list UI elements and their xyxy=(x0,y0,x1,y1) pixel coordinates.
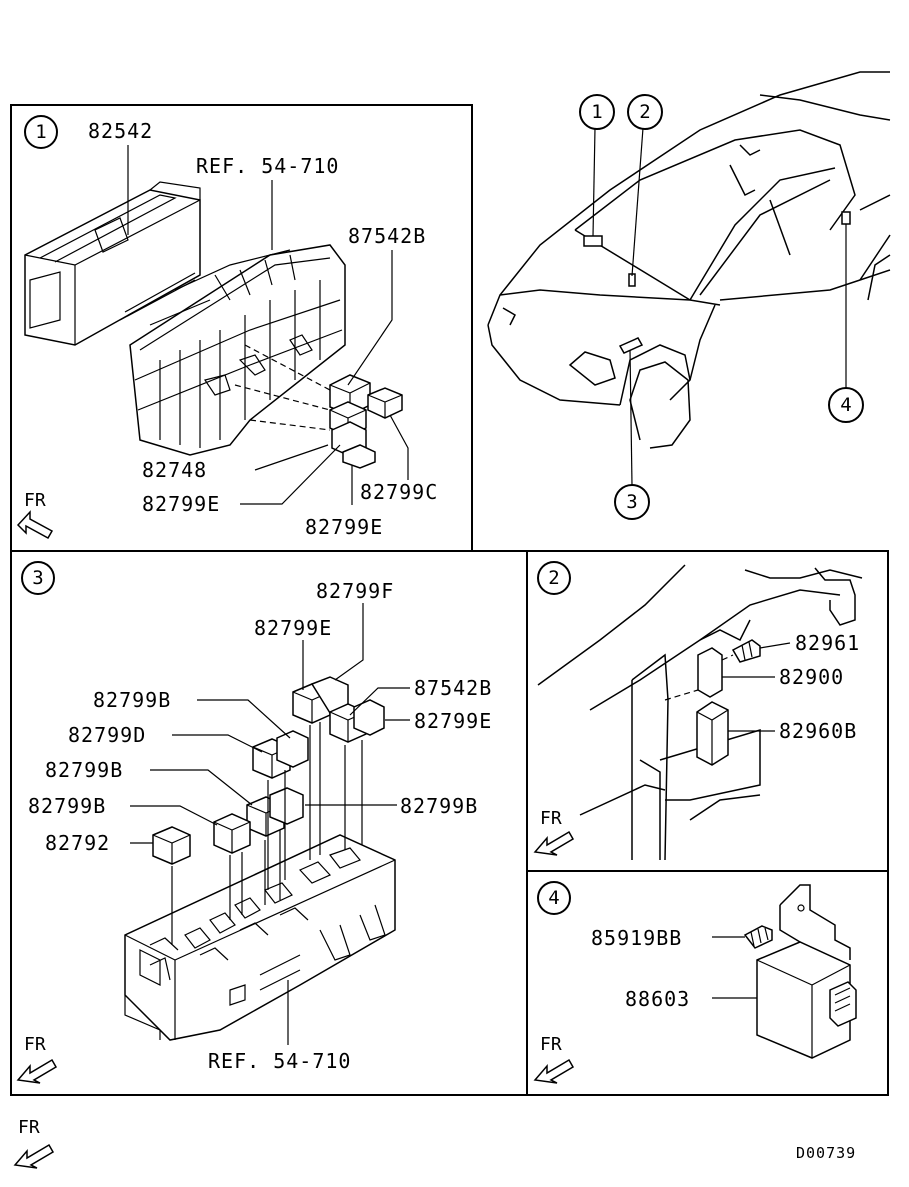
leader-87542b xyxy=(347,250,393,386)
overview-callout-circle-4 xyxy=(828,387,864,423)
bracket-82900 xyxy=(697,647,723,698)
label-82799b-a: 82799B xyxy=(93,688,171,712)
panel-1-callout-circle xyxy=(24,115,58,149)
panel-1-fr-arrow: FR xyxy=(16,490,54,540)
leader-82748 xyxy=(254,444,329,471)
panel-3: 3 xyxy=(10,550,528,1096)
label-82900: 82900 xyxy=(779,665,844,689)
overview-callout-4: 4 xyxy=(840,394,851,416)
panel-2: 2 82961 82900 82960B FR xyxy=(526,550,889,872)
location-mark-1 xyxy=(583,235,603,247)
label-82748: 82748 xyxy=(142,458,207,482)
leader-82799b-b xyxy=(150,769,253,806)
label-82799b-b: 82799B xyxy=(45,758,123,782)
panel-4-fr-arrow: FR xyxy=(533,1034,575,1084)
footer: FR D00739 xyxy=(13,1117,856,1169)
panel-2-body-line-a xyxy=(537,564,686,686)
panel-4-frame xyxy=(526,870,889,1096)
panel-4-callout: 4 xyxy=(548,887,559,909)
label-82799b-c: 82799B xyxy=(28,794,106,818)
screw-85919bb xyxy=(743,925,773,949)
overview-leader-3 xyxy=(629,349,633,486)
label-85919bb: 85919BB xyxy=(591,926,682,950)
label-82799e-b: 82799E xyxy=(305,515,383,539)
panel-2-callout: 2 xyxy=(548,567,559,589)
leader-82799c xyxy=(389,414,409,480)
panel-4-fr-label: FR xyxy=(540,1034,562,1055)
panel-1-fr-label: FR xyxy=(24,490,46,511)
label-87542b: 87542B xyxy=(348,224,426,248)
panel-3-relays xyxy=(152,676,385,945)
overview-callout-3: 3 xyxy=(626,491,637,513)
location-mark-3 xyxy=(618,337,644,354)
label-82799c: 82799C xyxy=(360,480,438,504)
label-ref-54-710: REF. 54-710 xyxy=(196,154,339,178)
label-82542: 82542 xyxy=(88,119,153,143)
label-ref-54-710-3: REF. 54-710 xyxy=(208,1049,351,1073)
panel-4: 4 85919BB 88603 FR xyxy=(526,870,889,1096)
panel-1-callout: 1 xyxy=(35,121,46,143)
panel-4-callout-circle xyxy=(537,881,571,915)
panel-2-callout-circle xyxy=(537,561,571,595)
leader-82799b-a xyxy=(197,699,291,739)
leader-82799f xyxy=(334,603,364,681)
panel-4-bracket xyxy=(779,884,851,960)
panel-2-fr-arrow: FR xyxy=(533,808,575,856)
footer-fr-label: FR xyxy=(18,1117,40,1138)
footer-fr-arrow-icon xyxy=(13,1143,55,1169)
label-82792: 82792 xyxy=(45,831,110,855)
vehicle-overview: 1 2 3 4 xyxy=(487,71,891,520)
overview-leader-1 xyxy=(592,127,596,237)
bolt-82961 xyxy=(731,639,761,663)
overview-callout-circle-3 xyxy=(614,484,650,520)
overview-leader-2 xyxy=(631,127,644,277)
label-82799d: 82799D xyxy=(68,723,146,747)
overview-callout-circle-2 xyxy=(627,94,663,130)
label-82799e-a: 82799E xyxy=(142,492,220,516)
overview-callout-circle-1 xyxy=(579,94,615,130)
junction-block xyxy=(129,244,346,456)
label-88603: 88603 xyxy=(625,987,690,1011)
leader-82799b-c xyxy=(130,805,218,826)
panel-3-junction-block xyxy=(124,834,396,1041)
label-82799b-d: 82799B xyxy=(400,794,478,818)
leader-82799d xyxy=(172,734,263,753)
overview-callout-1: 1 xyxy=(591,101,602,123)
overview-callout-2: 2 xyxy=(639,101,650,123)
leader-87542b-3 xyxy=(349,687,410,716)
leader-82799e-a xyxy=(240,444,341,505)
panel-1-relays xyxy=(234,344,403,469)
panel-2-fr-label: FR xyxy=(540,808,562,829)
label-82799e-right: 82799E xyxy=(414,709,492,733)
panel-3-fr-arrow: FR xyxy=(16,1034,58,1084)
label-87542b-3: 87542B xyxy=(414,676,492,700)
panel-1: 1 xyxy=(10,104,473,552)
location-mark-4 xyxy=(841,211,851,225)
leader-82961 xyxy=(759,642,791,649)
control-unit-connector xyxy=(829,981,857,1027)
etacs-ecu-module xyxy=(24,181,201,346)
label-82799e-top: 82799E xyxy=(254,616,332,640)
panel-3-callout-circle xyxy=(21,561,55,595)
diagram-code: D00739 xyxy=(796,1144,856,1162)
panel-3-fr-label: FR xyxy=(24,1034,46,1055)
panel-3-callout: 3 xyxy=(32,567,43,589)
label-82961: 82961 xyxy=(795,631,860,655)
label-82799f: 82799F xyxy=(316,579,394,603)
label-82960b: 82960B xyxy=(779,719,857,743)
